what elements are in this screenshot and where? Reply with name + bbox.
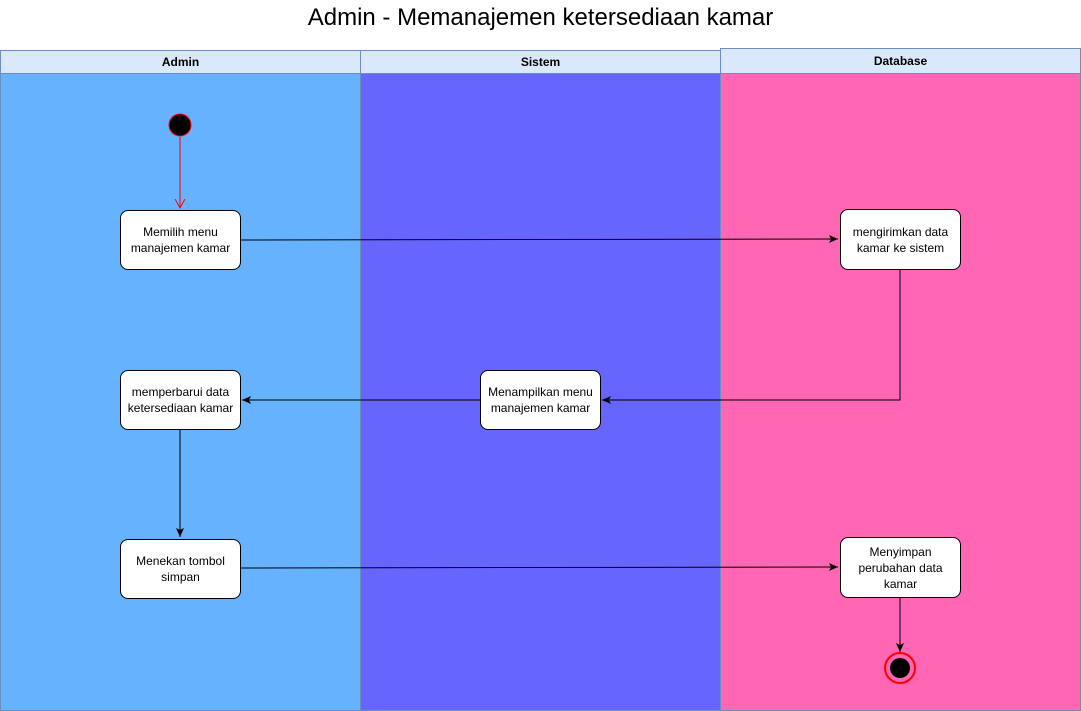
node-save-changes: Menyimpan perubahan data kamar bbox=[840, 537, 961, 598]
diagram-title: Admin - Memanajemen ketersediaan kamar bbox=[307, 4, 774, 31]
node-press-save: Menekan tombol simpan bbox=[120, 539, 241, 599]
lane-header-database: Database bbox=[721, 49, 1080, 74]
end-node-ring bbox=[884, 652, 916, 684]
node-show-menu: Menampilkan menu manajemen kamar bbox=[480, 370, 601, 430]
edge-press-to-save bbox=[240, 563, 839, 572]
lane-header-sistem: Sistem bbox=[361, 51, 720, 74]
node-update-data: memperbarui data ketersediaan kamar bbox=[120, 370, 241, 430]
edge-select-to-send bbox=[240, 235, 839, 244]
edge-send-to-show bbox=[602, 270, 901, 404]
node-send-data: mengirimkan data kamar ke sistem bbox=[840, 209, 961, 270]
start-node bbox=[168, 113, 192, 137]
end-node-core bbox=[890, 658, 910, 678]
node-select-menu: Memilih menu manajemen kamar bbox=[120, 210, 241, 270]
lane-header-admin: Admin bbox=[1, 51, 360, 74]
